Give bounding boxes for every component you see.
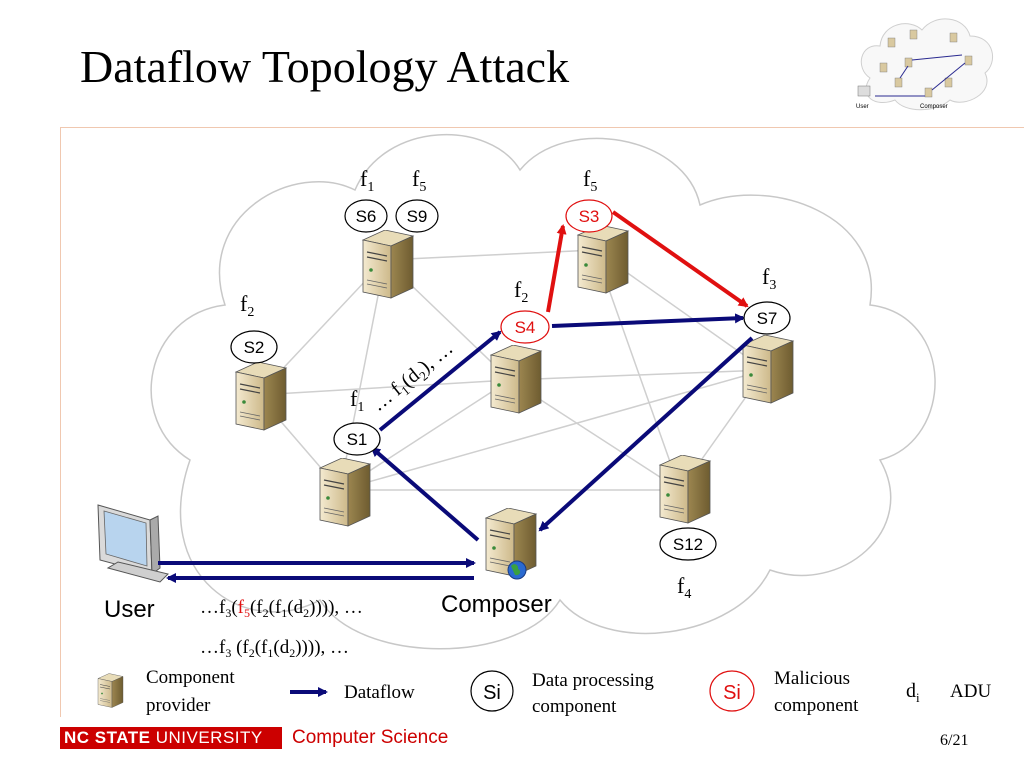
node-s4-label: S4 <box>515 318 536 337</box>
node-s12 <box>659 527 717 561</box>
legend-di-symbol: di <box>906 680 920 705</box>
node-s4-malicious <box>500 310 550 344</box>
node-s6-label: S6 <box>356 207 377 226</box>
flow-s4-to-s3 <box>546 224 567 313</box>
flow-s3-to-s7 <box>611 210 749 308</box>
node-s9-label: S9 <box>407 207 428 226</box>
department-label: Computer Science <box>292 727 449 748</box>
thumbnail-composer-label: Composer <box>920 104 948 110</box>
server-s12 <box>659 455 711 524</box>
flow-s1-to-s4 <box>378 330 502 432</box>
slide-title: Dataflow Topology Attack <box>80 41 570 92</box>
return-expressions: …f3(f5(f2(f1(d2)))), … …f3 (f2(f1(d2))))… <box>200 597 363 660</box>
computer-icon <box>97 504 169 583</box>
slide-thumbnail: User Composer <box>856 18 993 111</box>
server-s6-s9 <box>362 230 414 299</box>
university-name-bold: NC STATE <box>64 728 151 747</box>
legend-provider-line2: provider <box>146 695 211 716</box>
node-s3-malicious <box>565 199 613 233</box>
server-s1 <box>319 458 371 527</box>
node-s12-label: S12 <box>673 535 703 554</box>
server-s2 <box>235 362 287 431</box>
legend: Component provider Dataflow Si Data proc… <box>97 667 991 717</box>
legend-malicious-line2: component <box>774 695 859 716</box>
flow-s4-to-s7 <box>551 313 745 328</box>
page-number: 6/21 <box>940 732 969 749</box>
node-s3-label: S3 <box>579 207 600 226</box>
legend-adu-label: ADU <box>950 681 991 702</box>
flow-s7-to-composer <box>538 336 754 532</box>
node-s9 <box>395 199 439 233</box>
server-s7 <box>742 335 794 404</box>
legend-malicious-si-label: Si <box>723 682 741 704</box>
legend-provider-icon <box>97 673 124 708</box>
legend-malicious-circle <box>709 670 755 712</box>
node-s1 <box>333 422 381 456</box>
composer-label: Composer <box>441 591 552 618</box>
legend-dataflow-label: Dataflow <box>344 682 415 703</box>
svg-text:…f3(f5(f2(f1(d2)))), …: …f3(f5(f2(f1(d2)))), … <box>200 597 363 620</box>
flow-composer-to-s1 <box>370 446 480 542</box>
university-name-light: UNIVERSITY <box>150 728 263 747</box>
title-divider <box>60 127 1024 128</box>
server-s4 <box>490 345 542 414</box>
node-s7-label: S7 <box>757 309 778 328</box>
node-s2-label: S2 <box>244 338 265 357</box>
left-divider <box>60 127 61 717</box>
thumbnail-user-label: User <box>856 104 869 110</box>
legend-processing-line1: Data processing <box>532 670 654 691</box>
globe-land <box>511 564 521 576</box>
university-logo: NC STATE UNIVERSITY <box>60 727 282 749</box>
server-s3 <box>577 225 629 294</box>
legend-malicious-line1: Malicious <box>774 668 850 689</box>
legend-si-label: Si <box>483 682 501 704</box>
node-s7 <box>743 301 791 335</box>
legend-processing-line2: component <box>532 696 617 717</box>
svg-text:…f3 (f2(f1(d2)))), …: …f3 (f2(f1(d2)))), … <box>200 637 349 660</box>
legend-si-circle <box>470 670 514 712</box>
node-s2 <box>230 330 278 364</box>
user-label: User <box>104 596 155 623</box>
node-s6 <box>344 199 388 233</box>
legend-provider-line1: Component <box>146 667 235 688</box>
node-s1-label: S1 <box>347 430 368 449</box>
